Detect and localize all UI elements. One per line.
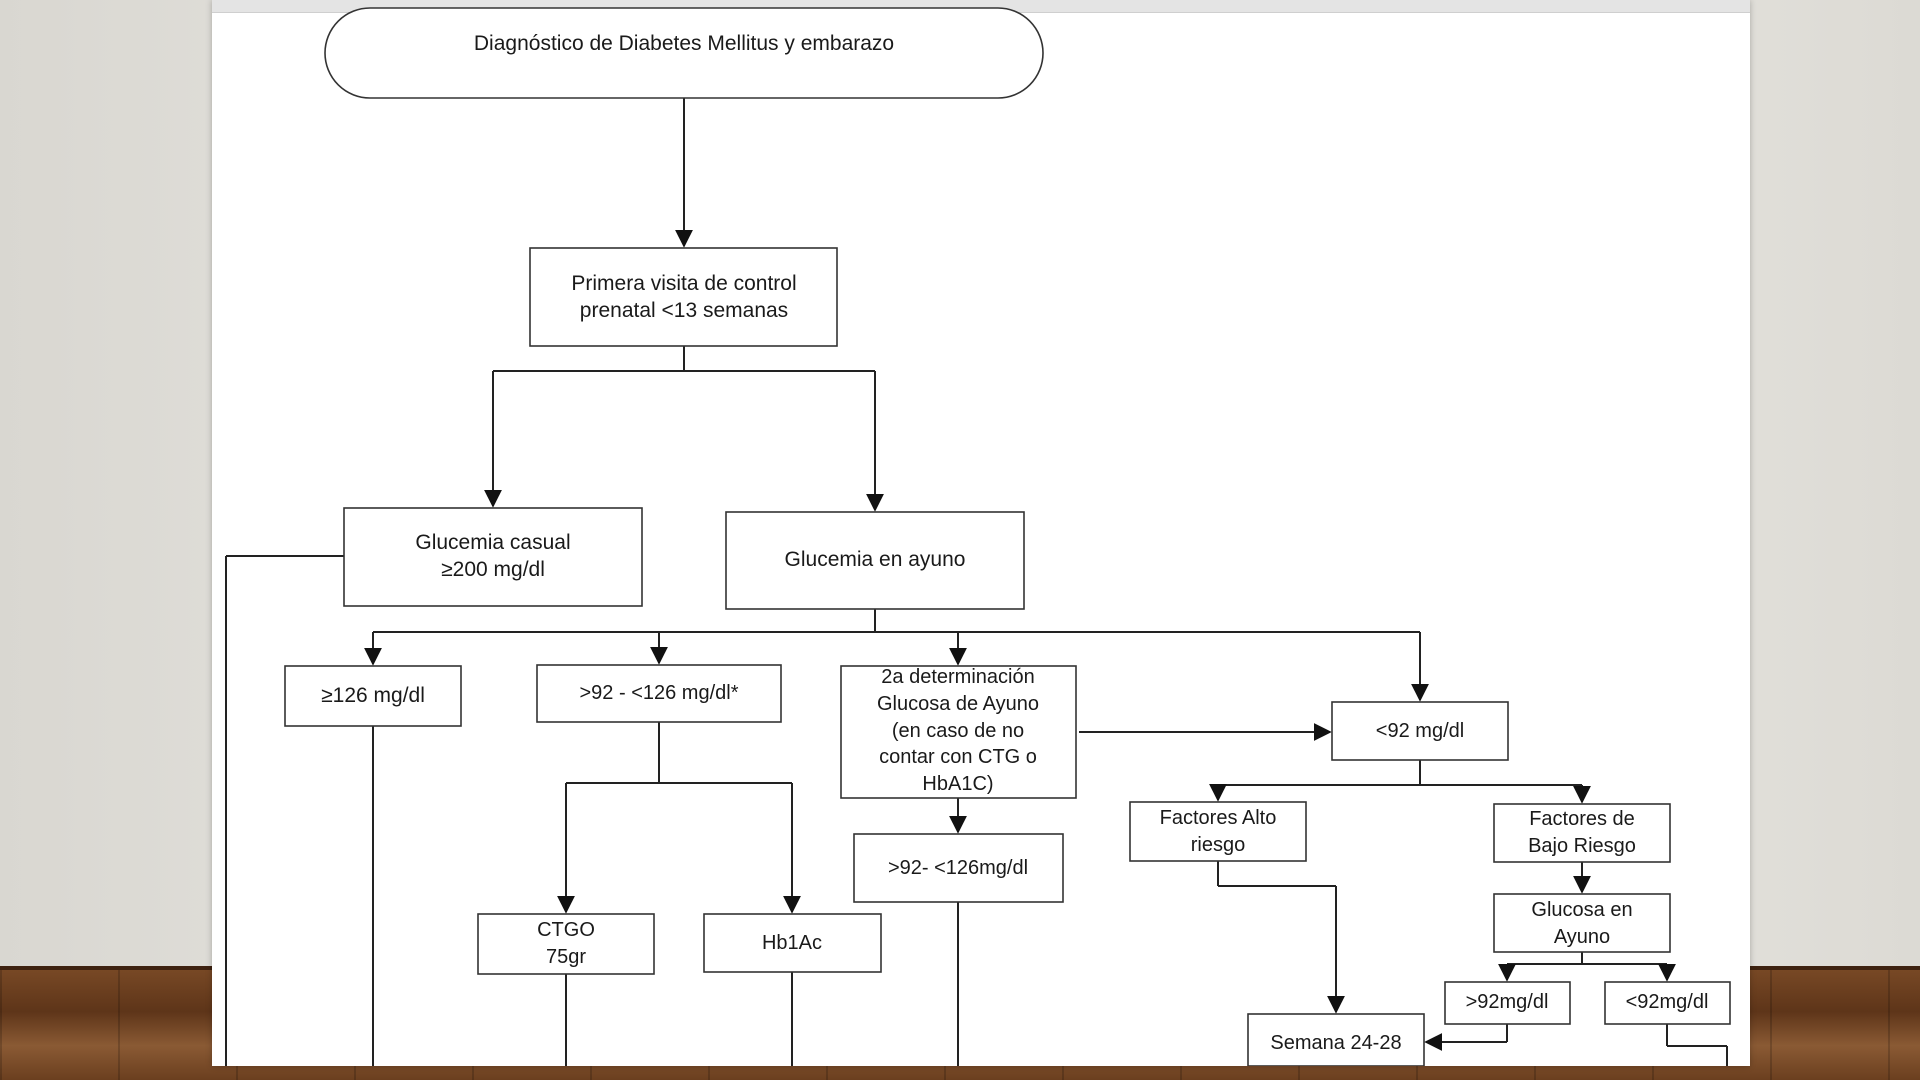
second-determination-line-5: HbA1C)	[922, 773, 993, 795]
ctgo-line-2: 75gr	[546, 946, 586, 968]
second-determination-line-4: contar con CTG o	[879, 746, 1037, 768]
ctgo-line-1: CTGO	[537, 919, 595, 941]
casual-glucose-line-1: Glucemia casual	[415, 531, 570, 554]
first-visit-line-2: prenatal <13 semanas	[580, 299, 788, 322]
fasting-glucose-label: Glucemia en ayuno	[785, 548, 966, 571]
node-shapes	[284, 7, 1731, 1066]
lt92b-label: <92mg/dl	[1626, 991, 1709, 1013]
lt92-label: <92 mg/dl	[1376, 720, 1464, 742]
range-92-126-label: >92 - <126 mg/dl*	[580, 682, 739, 704]
high-risk-line-2: riesgo	[1191, 834, 1245, 856]
connectors	[225, 98, 1728, 1066]
first-visit-line-1: Primera visita de control	[571, 272, 796, 295]
fasting2-line-2: Ayuno	[1554, 926, 1610, 948]
low-risk-line-2: Bajo Riesgo	[1528, 835, 1636, 857]
hb1ac-label: Hb1Ac	[762, 932, 822, 954]
ge126-label: ≥126 mg/dl	[321, 684, 425, 707]
fasting2-line-1: Glucosa en	[1531, 899, 1632, 921]
second-determination-line-2: Glucosa de Ayuno	[877, 693, 1039, 715]
casual-glucose-line-2: ≥200 mg/dl	[441, 558, 545, 581]
range-92-126b-label: >92- <126mg/dl	[888, 857, 1028, 879]
second-determination-line-1: 2a determinación	[881, 666, 1034, 688]
week-24-28-label: Semana 24-28	[1270, 1032, 1401, 1054]
second-determination-line-3: (en caso de no	[892, 720, 1024, 742]
title-node-label: Diagnóstico de Diabetes Mellitus y embar…	[474, 32, 894, 55]
low-risk-line-1: Factores de	[1529, 808, 1635, 830]
flowchart: Diagnóstico de Diabetes Mellitus y embar…	[225, 7, 1731, 1066]
high-risk-line-1: Factores Alto	[1160, 807, 1277, 829]
slide: Diagnóstico de Diabetes Mellitus y embar…	[212, 0, 1750, 1066]
gt92-label: >92mg/dl	[1466, 991, 1549, 1013]
node-labels: Diagnóstico de Diabetes Mellitus y embar…	[321, 32, 1708, 1054]
